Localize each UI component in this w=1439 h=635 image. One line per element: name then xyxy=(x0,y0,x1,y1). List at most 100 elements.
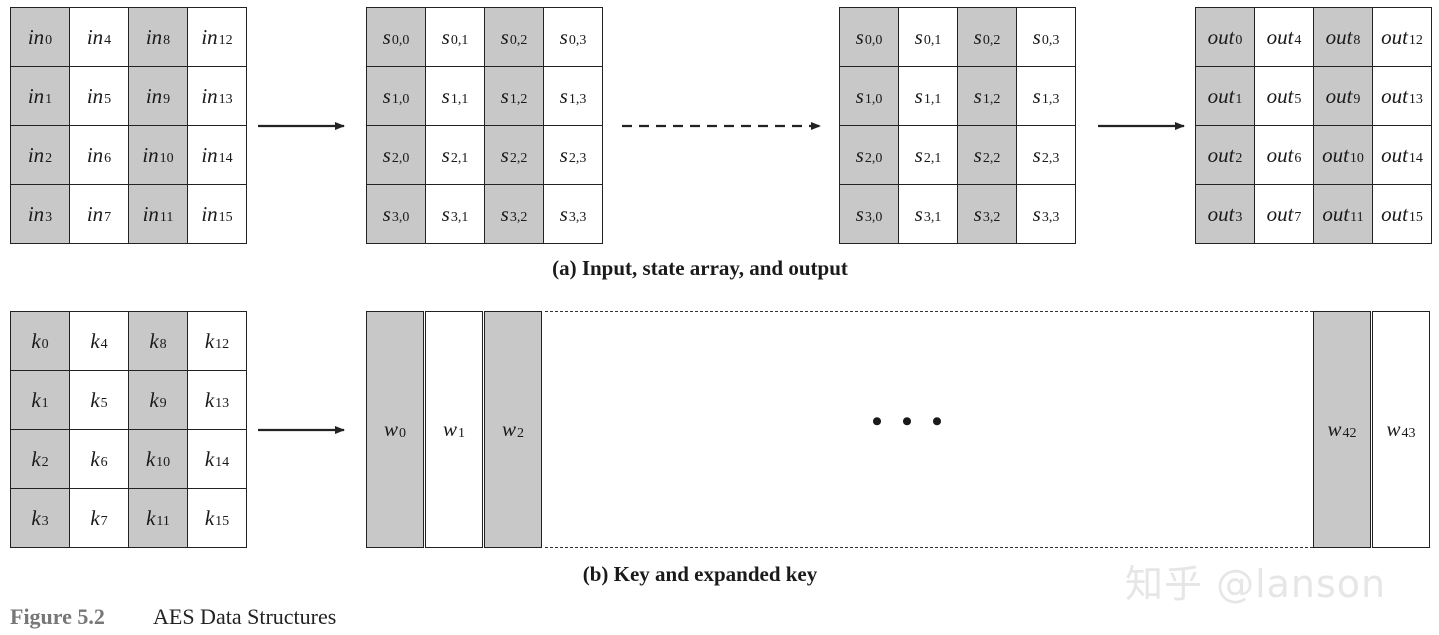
cell-subscript: 5 xyxy=(1294,92,1302,107)
cell-symbol: in xyxy=(27,142,45,167)
cell-symbol: s xyxy=(441,24,450,49)
cell-symbol: in xyxy=(27,201,45,226)
cell-subscript: 2,0 xyxy=(391,151,410,166)
cell-subscript: 13 xyxy=(1408,92,1423,107)
cell-symbol: k xyxy=(90,328,100,353)
caption-a: (a) Input, state array, and output xyxy=(552,256,848,280)
figure-title: AES Data Structures xyxy=(153,604,337,629)
cell-subscript: 3,1 xyxy=(450,210,469,225)
cell-subscript: 15 xyxy=(215,514,230,529)
cell-subscript: 2,1 xyxy=(450,151,469,166)
cell-subscript: 1,2 xyxy=(982,92,1001,107)
cell-subscript: 11 xyxy=(1350,210,1364,225)
cell-symbol: s xyxy=(1032,201,1041,226)
cell-subscript: 4 xyxy=(104,33,112,48)
word-subscript: 2 xyxy=(517,425,524,441)
word-symbol: w xyxy=(501,417,516,441)
cell-subscript: 5 xyxy=(104,92,112,107)
cell-subscript: 2,0 xyxy=(864,151,883,166)
cell-symbol: s xyxy=(914,142,923,167)
cell-symbol: k xyxy=(204,505,215,530)
cell-symbol: in xyxy=(201,142,218,167)
cell-symbol: out xyxy=(1207,83,1235,108)
cell-symbol: s xyxy=(1032,142,1041,167)
cell-subscript: 15 xyxy=(1408,210,1423,225)
word-subscript: 42 xyxy=(1342,425,1357,441)
cell-symbol: s xyxy=(559,142,568,167)
cell-subscript: 15 xyxy=(218,210,233,225)
cell-subscript: 10 xyxy=(156,455,171,470)
cell-subscript: 0,0 xyxy=(391,33,410,48)
cell-subscript: 1,0 xyxy=(864,92,883,107)
cell-symbol: out xyxy=(1322,201,1350,226)
cell-subscript: 3,2 xyxy=(509,210,528,225)
cell-subscript: 1 xyxy=(41,396,49,411)
cell-symbol: s xyxy=(382,201,391,226)
cell-subscript: 2,2 xyxy=(982,151,1001,166)
cell-subscript: 0 xyxy=(45,33,53,48)
cell-subscript: 3,3 xyxy=(568,210,587,225)
caption-b: (b) Key and expanded key xyxy=(582,562,818,586)
cell-subscript: 0,3 xyxy=(1041,33,1060,48)
cell-symbol: out xyxy=(1325,83,1353,108)
cell-subscript: 2 xyxy=(41,455,49,470)
cell-subscript: 11 xyxy=(159,210,174,225)
cell-symbol: s xyxy=(559,201,568,226)
cell-subscript: 1,3 xyxy=(568,92,587,107)
cell-subscript: 3 xyxy=(45,210,53,225)
cell-symbol: s xyxy=(1032,83,1041,108)
cell-subscript: 14 xyxy=(218,151,233,166)
cell-symbol: out xyxy=(1325,24,1353,49)
cell-symbol: k xyxy=(90,446,100,471)
cell-subscript: 8 xyxy=(159,337,167,352)
word-symbol: w xyxy=(442,417,457,441)
cell-symbol: in xyxy=(201,201,218,226)
cell-symbol: in xyxy=(201,24,218,49)
cell-symbol: s xyxy=(914,201,923,226)
figure-label: Figure 5.2 xyxy=(10,604,105,629)
cell-subscript: 12 xyxy=(1408,33,1423,48)
cell-symbol: s xyxy=(1032,24,1041,49)
cell-symbol: s xyxy=(855,142,864,167)
cell-symbol: in xyxy=(86,83,104,108)
cell-symbol: in xyxy=(145,24,163,49)
cell-subscript: 9 xyxy=(163,92,171,107)
cell-symbol: out xyxy=(1266,201,1294,226)
cell-subscript: 1,1 xyxy=(923,92,942,107)
cell-subscript: 7 xyxy=(1294,210,1302,225)
cell-subscript: 3,0 xyxy=(864,210,883,225)
cell-symbol: k xyxy=(90,387,100,412)
